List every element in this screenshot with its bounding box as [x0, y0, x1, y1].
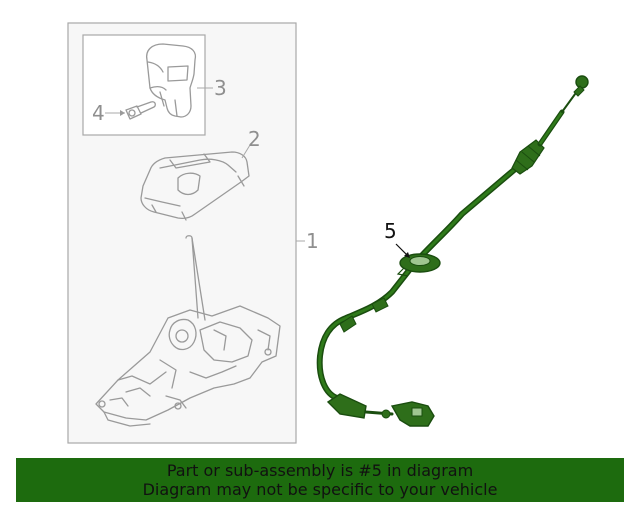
callout-3: 3 — [214, 76, 227, 100]
callout-2: 2 — [248, 127, 261, 151]
cable-boot — [511, 139, 545, 175]
bolt-drawing: 4 — [92, 101, 156, 125]
info-banner: Part or sub-assembly is #5 in diagram Di… — [16, 458, 624, 502]
cable-connector — [381, 401, 435, 427]
callout-5-group: 5 — [384, 219, 410, 258]
banner-line-1: Part or sub-assembly is #5 in diagram — [166, 461, 474, 480]
shift-cable-drawing — [316, 75, 589, 427]
callout-5: 5 — [384, 219, 397, 243]
cable-grommet — [396, 253, 441, 277]
knob-inset-box — [82, 34, 206, 136]
shift-knob-drawing: 3 — [146, 43, 227, 118]
callout-4: 4 — [92, 101, 105, 125]
shifter-base-drawing — [95, 235, 281, 427]
bezel-cover-drawing: 2 — [140, 127, 261, 221]
callout-1: 1 — [306, 229, 319, 253]
cable-end-fitting — [573, 75, 589, 97]
banner-line-2: Diagram may not be specific to your vehi… — [142, 480, 498, 499]
